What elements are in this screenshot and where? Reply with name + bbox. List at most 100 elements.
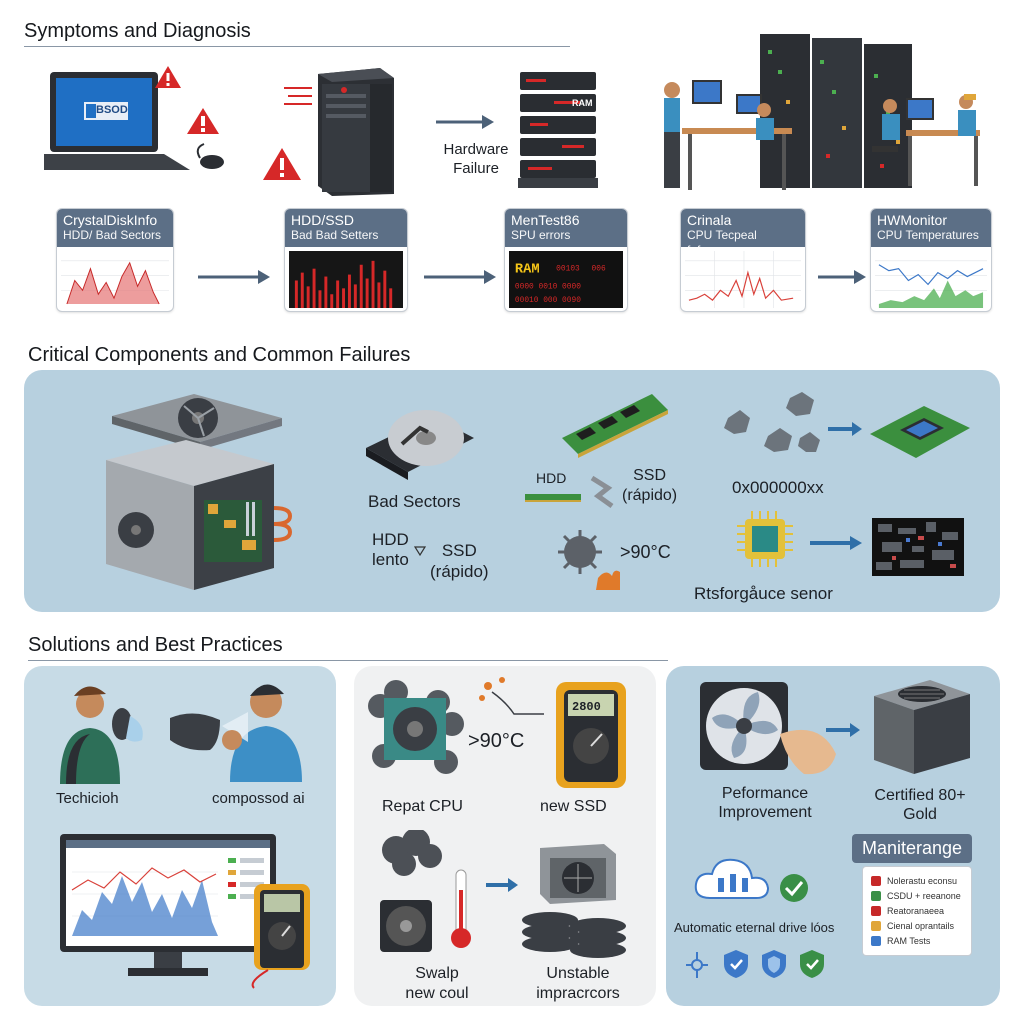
checklist-item-label: Nolerastu econsu	[887, 875, 958, 886]
triangle-down-icon	[414, 546, 426, 556]
shield-icon	[762, 950, 786, 978]
ssd-label-line2: (rápido)	[430, 562, 489, 581]
tool-subtitle: HDD/ Bad Sectors	[63, 228, 162, 242]
new-ssd-label: new SSD	[540, 798, 607, 815]
swap-label-line1: Swalp	[415, 965, 459, 982]
section-title-components: Critical Components and Common Failures	[28, 344, 411, 366]
checklist-item-label: Cienal oprantails	[887, 920, 955, 931]
hdd-label-line2: lento	[372, 550, 409, 569]
multimeter-reading: 2800	[572, 700, 601, 714]
unstable-label-line1: Unstable	[546, 965, 610, 982]
status-icon	[871, 890, 881, 901]
status-icon	[871, 920, 881, 931]
tool-subtitle: CPU Temperatures	[877, 228, 979, 242]
sensor-label: Rtsforgåucе senor	[694, 584, 833, 603]
psu-stack-illustration	[522, 844, 626, 958]
cpu-cooler-dusty-icon	[368, 680, 464, 774]
ram-module-icon	[562, 394, 668, 458]
thermal-probe-icon	[479, 677, 544, 715]
shield-icon	[724, 950, 748, 978]
flow-arrow	[436, 115, 494, 129]
tool-title: Crinala	[687, 212, 732, 228]
temperature-label: >90°C	[468, 730, 525, 752]
section-title-symptoms: Symptoms and Diagnosis	[24, 20, 251, 42]
tool-title: CrystalDiskInfo	[63, 212, 158, 228]
chart-thumbnail	[289, 251, 403, 308]
flow-arrow	[818, 270, 866, 284]
svg-text:006: 006	[592, 265, 606, 274]
performance-label-line2: Improvement	[718, 804, 812, 821]
cpu-board-icon	[870, 406, 970, 458]
flow-arrow	[424, 270, 496, 284]
cpu-chip-icon	[737, 511, 793, 567]
exploded-pc-illustration	[106, 394, 293, 590]
flow-arrow	[198, 270, 270, 284]
bad-sectors-label: Bad Sectors	[368, 492, 461, 511]
ssd-small-line1: SSD	[633, 467, 667, 484]
swap-label-line2: new coul	[405, 985, 469, 1002]
ssd-flip-icon	[590, 475, 614, 509]
checklist-item: Reatoranaeea	[871, 903, 963, 918]
checklist-item-label: RAM Tests	[887, 935, 931, 946]
backup-label: Automatic eternal drive lóos	[674, 920, 835, 935]
ssd-label-line1: SSD	[441, 541, 477, 560]
performance-label-line1: Peformance	[721, 785, 809, 802]
screen-artifacts-icon	[872, 518, 964, 576]
svg-text:00010 000 0090: 00010 000 0090	[515, 296, 581, 305]
maintenance-badge: Maniterange	[852, 834, 973, 863]
tool-title: HWMonitor	[877, 212, 948, 228]
chart-thumbnail	[685, 251, 801, 309]
warning-icon	[187, 108, 219, 134]
flow-arrow	[828, 422, 862, 436]
swap-label: Swalp new coul	[402, 964, 472, 1004]
cloud-backup-icon	[694, 858, 808, 902]
chart-thumbnail	[61, 260, 169, 305]
psu-unit-icon	[874, 680, 970, 774]
flow-arrow	[810, 536, 862, 550]
maintenance-checklist: Nolerastu econsu CSDU + reeanone Reatora…	[862, 866, 972, 956]
checklist-item: Nolerastu econsu	[871, 873, 963, 888]
section-divider	[28, 660, 668, 661]
unstable-label-line2: impracrcors	[536, 985, 620, 1002]
ssd-small-label: SSD (rápido)	[622, 466, 677, 506]
compressed-air-illustration	[170, 684, 302, 782]
checklist-item: Cienal oprantails	[871, 918, 963, 933]
technician-label: Techicioh	[56, 790, 119, 807]
status-icon	[871, 935, 881, 946]
monitoring-dashboard-illustration	[60, 834, 276, 976]
ssd-small-line2: (rápido)	[622, 487, 678, 504]
network-shield-icon	[686, 952, 708, 978]
multimeter-icon	[251, 884, 310, 989]
shield-check-icon	[800, 950, 824, 978]
ram-tag: RAM	[572, 98, 593, 108]
tool-subtitle: SPU errors	[511, 228, 571, 242]
section-divider	[24, 46, 570, 47]
ssd-label: SSD (rápido)	[430, 540, 489, 582]
checklist-item: RAM Tests	[871, 933, 963, 948]
hdd-platter-icon	[366, 410, 474, 480]
pc-tower-illustration	[284, 68, 394, 196]
technician-cleaning-illustration	[60, 686, 143, 784]
case-fan-illustration	[700, 682, 836, 775]
svg-text:0000 0010 0000: 0000 0010 0000	[515, 282, 581, 291]
certified-label: Certified 80+Gold	[860, 786, 980, 824]
tool-subtitle: Bad Bad Setters	[291, 228, 379, 242]
repat-cpu-label: Repat CPU	[382, 798, 463, 815]
warning-icon	[263, 148, 301, 180]
svg-text:00103: 00103	[556, 265, 580, 274]
error-readout-thumbnail: RAM 00103 006 0000 0010 0000 00010 000 0090	[509, 251, 623, 308]
temperature-label: >90°C	[620, 542, 671, 562]
tool-title: HDD/SSD	[291, 212, 355, 228]
svg-text:RAM: RAM	[515, 263, 540, 278]
hdd-small-label: HDD	[536, 470, 567, 486]
hardware-failure-label: Hardware Failure	[443, 141, 509, 177]
datacenter-technicians-illustration	[664, 34, 980, 190]
tool-subtitle: CPU Tecpeal fafsaonos	[687, 228, 757, 257]
ram-small-icon	[525, 494, 581, 502]
compressed-air-label: compossod ai	[212, 790, 305, 807]
